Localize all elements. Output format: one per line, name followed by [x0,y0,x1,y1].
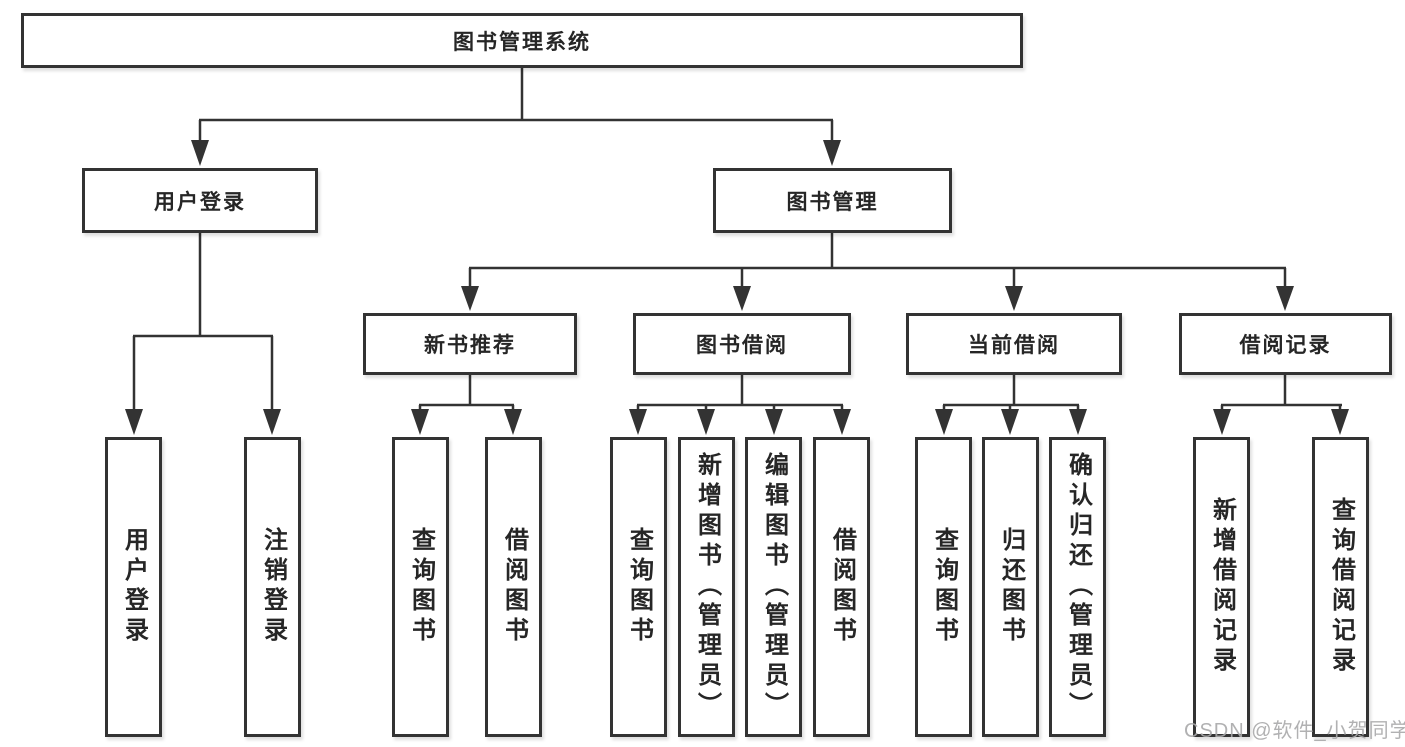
leaf-query-books-1: 查询图书 [392,437,449,737]
connector-bookmgmt-to-level2 [461,233,1294,311]
leaf-confirm-return-admin: 确认归还（管理员） [1049,437,1106,737]
leaf-add-book-admin: 新增图书（管理员） [678,437,735,737]
leaf-query-books-2: 查询图书 [610,437,667,737]
node-book-management: 图书管理 [713,168,952,233]
connector-current-to-leaves [935,375,1087,435]
connector-userlogin-to-leaves [125,233,281,435]
node-book-borrowing: 图书借阅 [633,313,851,375]
leaf-borrow-books-1: 借阅图书 [485,437,542,737]
leaf-return-books: 归还图书 [982,437,1039,737]
leaf-query-books-3: 查询图书 [915,437,972,737]
leaf-borrow-books-2: 借阅图书 [813,437,870,737]
leaf-edit-book-admin: 编辑图书（管理员） [745,437,802,737]
leaf-query-borrow-record: 查询借阅记录 [1312,437,1369,737]
node-new-book-recommend: 新书推荐 [363,313,577,375]
node-current-borrowing: 当前借阅 [906,313,1122,375]
connector-newrec-to-leaves [411,375,522,435]
csdn-watermark: CSDN @软件_小贺同学 [1184,720,1405,742]
connector-borrow-to-leaves [629,375,851,435]
node-borrowing-records: 借阅记录 [1179,313,1392,375]
connector-root-to-level1 [191,68,841,166]
node-root: 图书管理系统 [21,13,1023,68]
leaf-logout: 注销登录 [244,437,301,737]
leaf-user-login: 用户登录 [105,437,162,737]
leaf-add-borrow-record: 新增借阅记录 [1193,437,1250,737]
node-user-login: 用户登录 [82,168,318,233]
connector-record-to-leaves [1213,375,1349,435]
